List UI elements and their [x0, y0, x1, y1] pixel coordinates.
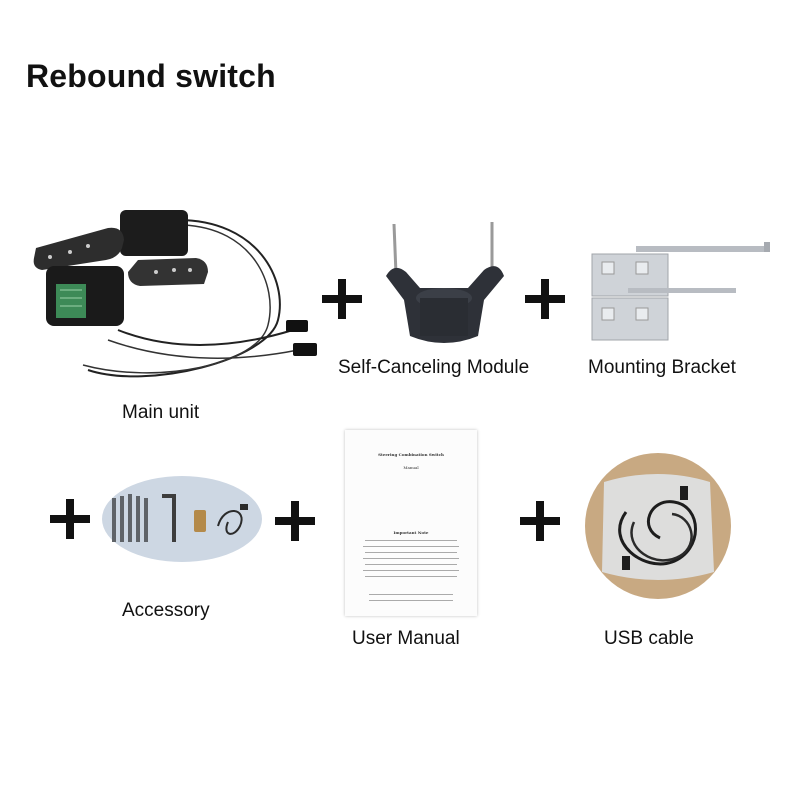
user-manual-label: User Manual: [352, 628, 460, 649]
self-canceling-module-label: Self-Canceling Module: [338, 357, 530, 378]
usb-cable-image: [585, 453, 731, 599]
mounting-bracket-image: [591, 242, 770, 341]
main-unit-label: Main unit: [122, 402, 200, 423]
manual-heading: Steering Combination Switch: [378, 452, 444, 457]
plus-icon: [322, 279, 362, 319]
plus-icon: [520, 501, 560, 541]
user-manual-image: Steering Combination Switch Manual Impor…: [345, 430, 477, 616]
page-title: Rebound switch: [26, 58, 276, 94]
manual-note: Important Note: [393, 530, 429, 535]
self-canceling-module-image: [386, 222, 504, 343]
plus-icon: [525, 279, 565, 319]
usb-cable-label: USB cable: [604, 628, 694, 649]
accessory-label: Accessory: [122, 600, 210, 621]
plus-icon: [275, 501, 315, 541]
main-unit-image: [33, 210, 317, 378]
plus-icon: [50, 499, 90, 539]
accessory-image: [102, 476, 262, 562]
manual-subtitle: Manual: [403, 465, 419, 470]
mounting-bracket-label: Mounting Bracket: [588, 357, 736, 378]
